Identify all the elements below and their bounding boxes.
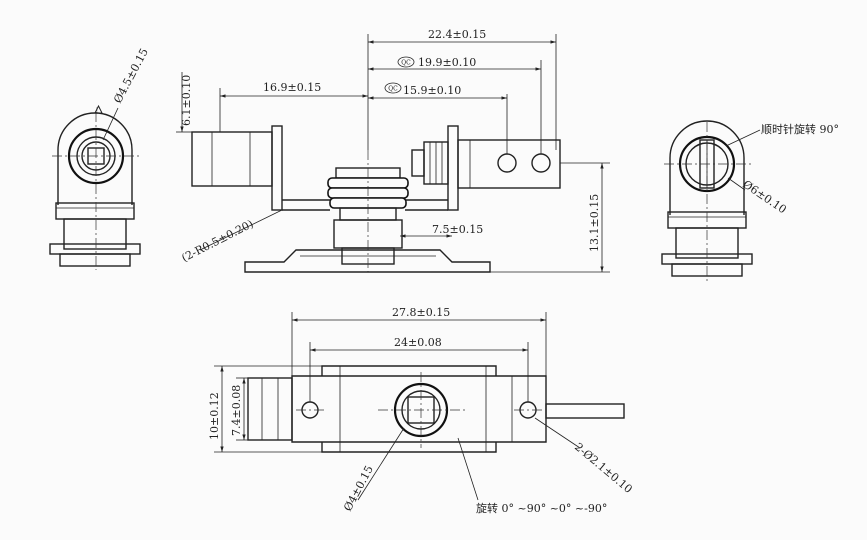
dim-19-9: 19.9±0.10 xyxy=(418,56,476,69)
top-dimensions: 27.8±0.15 24±0.08 10±0.12 7.4±0.08 Ø4±0.… xyxy=(208,306,635,515)
dim-2-dia-2-1: 2-Ø2.1±0.10 xyxy=(572,440,635,496)
top-view xyxy=(247,365,625,453)
warning-mark: ! xyxy=(96,108,98,115)
note-rotation-range: 旋转 0° ~90° ~0° ~-90° xyxy=(476,501,607,515)
dim-7-5: 7.5±0.15 xyxy=(432,223,483,236)
front-view xyxy=(191,125,561,273)
dim-7-4: 7.4±0.08 xyxy=(230,385,243,436)
dim-27-8: 27.8±0.15 xyxy=(392,306,450,319)
dim-r0-5: (2-R0.5±0.20) xyxy=(179,217,255,264)
qc-badge-1: QC xyxy=(401,60,411,67)
dim-10: 10±0.12 xyxy=(208,392,221,440)
front-dimensions: 22.4±0.15 QC 19.9±0.10 QC 15.9±0.10 16.9… xyxy=(176,28,610,273)
qc-badge-2: QC xyxy=(388,86,398,93)
note-rotate-cw: 顺时针旋转 90° xyxy=(761,122,839,136)
dim-6-1: 6.1±0.10 xyxy=(180,75,193,126)
dim-dia-4: Ø4±0.15 xyxy=(341,463,376,513)
dim-24: 24±0.08 xyxy=(394,336,442,349)
dim-15-9: 15.9±0.10 xyxy=(403,84,461,97)
left-end-view: ! Ø4.5±0.15 xyxy=(49,46,151,270)
dim-16-9: 16.9±0.15 xyxy=(263,81,321,94)
dim-22-4: 22.4±0.15 xyxy=(428,28,486,41)
dim-dia-6: Ø6±0.10 xyxy=(740,178,789,217)
dim-dia-4-5: Ø4.5±0.15 xyxy=(111,46,151,105)
right-end-view: 顺时针旋转 90° Ø6±0.10 xyxy=(661,120,839,282)
dim-13-1: 13.1±0.15 xyxy=(588,194,601,252)
